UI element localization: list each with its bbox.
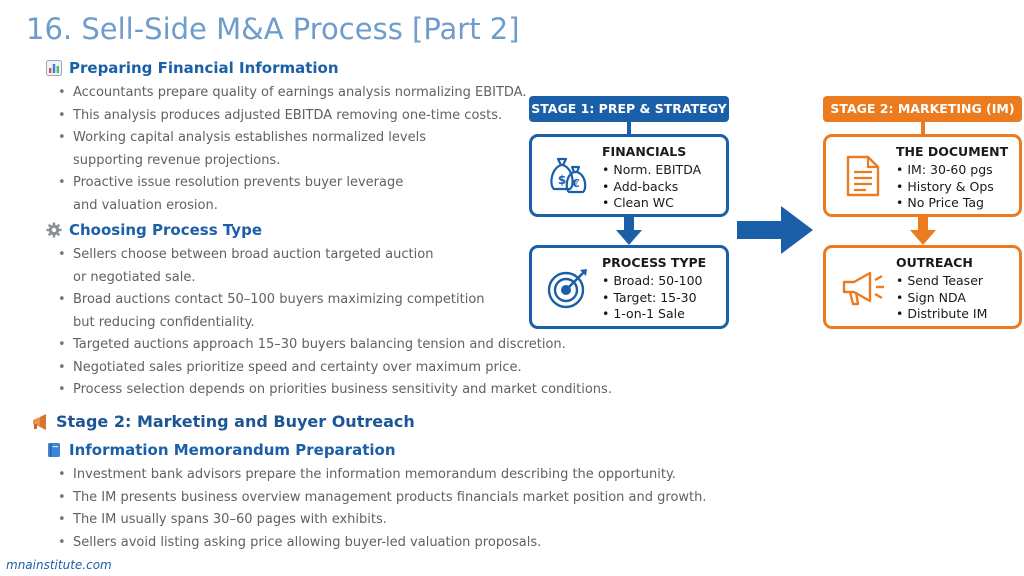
list-item: Working capital analysis establishes nor…	[56, 127, 526, 172]
megaphone-icon	[840, 268, 886, 308]
list-item: Clean WC	[602, 195, 701, 212]
connector	[627, 122, 631, 134]
svg-text:€: €	[571, 177, 580, 190]
money-bags-icon: $ €	[546, 155, 590, 195]
svg-text:$: $	[558, 173, 566, 187]
page-title: 16. Sell-Side M&A Process [Part 2]	[26, 12, 520, 46]
list-item: This analysis produces adjusted EBITDA r…	[56, 105, 526, 128]
card-title: OUTREACH	[896, 255, 973, 270]
list-item: Accountants prepare quality of earnings …	[56, 82, 526, 105]
document-icon	[846, 155, 880, 197]
section-heading-im: Information Memorandum Preparation	[46, 441, 396, 459]
list-item: Proactive issue resolution prevents buye…	[56, 172, 526, 217]
book-icon	[46, 442, 62, 458]
card-title: THE DOCUMENT	[896, 144, 1009, 159]
section-heading-label: Information Memorandum Preparation	[69, 441, 396, 459]
section-heading-label: Stage 2: Marketing and Buyer Outreach	[56, 412, 415, 431]
list-item: No Price Tag	[896, 195, 994, 212]
card-items: Norm. EBITDA Add-backs Clean WC	[602, 162, 701, 212]
list-item: Broad auctions contact 50–100 buyers max…	[56, 289, 612, 334]
target-icon	[546, 266, 590, 310]
list-item: The IM usually spans 30–60 pages with ex…	[56, 509, 707, 532]
financial-bullet-list: Accountants prepare quality of earnings …	[56, 82, 526, 217]
list-item: Sellers avoid listing asking price allow…	[56, 532, 707, 555]
list-item: IM: 30-60 pgs	[896, 162, 994, 179]
card-items: Broad: 50-100 Target: 15-30 1-on-1 Sale	[602, 273, 703, 323]
section-heading-stage2: Stage 2: Marketing and Buyer Outreach	[31, 412, 415, 431]
process-type-card: PROCESS TYPE Broad: 50-100 Target: 15-30…	[529, 245, 729, 329]
list-item: Send Teaser	[896, 273, 987, 290]
stage1-header: STAGE 1: PREP & STRATEGY	[529, 96, 729, 122]
card-items: Send Teaser Sign NDA Distribute IM	[896, 273, 987, 323]
connector	[921, 122, 925, 134]
list-item: Distribute IM	[896, 306, 987, 323]
list-item: The IM presents business overview manage…	[56, 487, 707, 510]
list-item: 1-on-1 Sale	[602, 306, 703, 323]
footer-source-link[interactable]: mnainstitute.com	[6, 558, 112, 572]
down-arrow-icon	[908, 217, 938, 247]
card-title: PROCESS TYPE	[602, 255, 707, 270]
process-bullet-list: Sellers choose between broad auction tar…	[56, 244, 612, 402]
list-item: Add-backs	[602, 179, 701, 196]
section-heading-process: Choosing Process Type	[46, 221, 262, 239]
list-item: Sellers choose between broad auction tar…	[56, 244, 612, 289]
right-arrow-icon	[737, 204, 815, 256]
section-heading-label: Preparing Financial Information	[69, 59, 339, 77]
list-item: Targeted auctions approach 15–30 buyers …	[56, 334, 612, 357]
list-item: Sign NDA	[896, 290, 987, 307]
list-item: Process selection depends on priorities …	[56, 379, 612, 402]
gear-icon	[46, 222, 62, 238]
list-item: Norm. EBITDA	[602, 162, 701, 179]
list-item: Broad: 50-100	[602, 273, 702, 290]
list-item: History & Ops	[896, 179, 993, 196]
down-arrow-icon	[614, 217, 644, 247]
im-bullet-list: Investment bank advisors prepare the inf…	[56, 464, 707, 554]
list-item: Target: 15-30	[602, 290, 703, 307]
card-title: FINANCIALS	[602, 144, 687, 159]
stage2-header: STAGE 2: MARKETING (IM)	[823, 96, 1022, 122]
financials-card: $ € FINANCIALS Norm. EBITDA Add-backs Cl…	[529, 134, 729, 217]
megaphone-icon	[31, 413, 49, 431]
list-item: Negotiated sales prioritize speed and ce…	[56, 357, 612, 380]
section-heading-financial: Preparing Financial Information	[46, 59, 339, 77]
card-items: IM: 30-60 pgs History & Ops No Price Tag	[896, 162, 994, 212]
outreach-card: OUTREACH Send Teaser Sign NDA Distribute…	[823, 245, 1022, 329]
document-card: THE DOCUMENT IM: 30-60 pgs History & Ops…	[823, 134, 1022, 217]
list-item: Investment bank advisors prepare the inf…	[56, 464, 707, 487]
section-heading-label: Choosing Process Type	[69, 221, 262, 239]
bar-chart-icon	[46, 60, 62, 76]
